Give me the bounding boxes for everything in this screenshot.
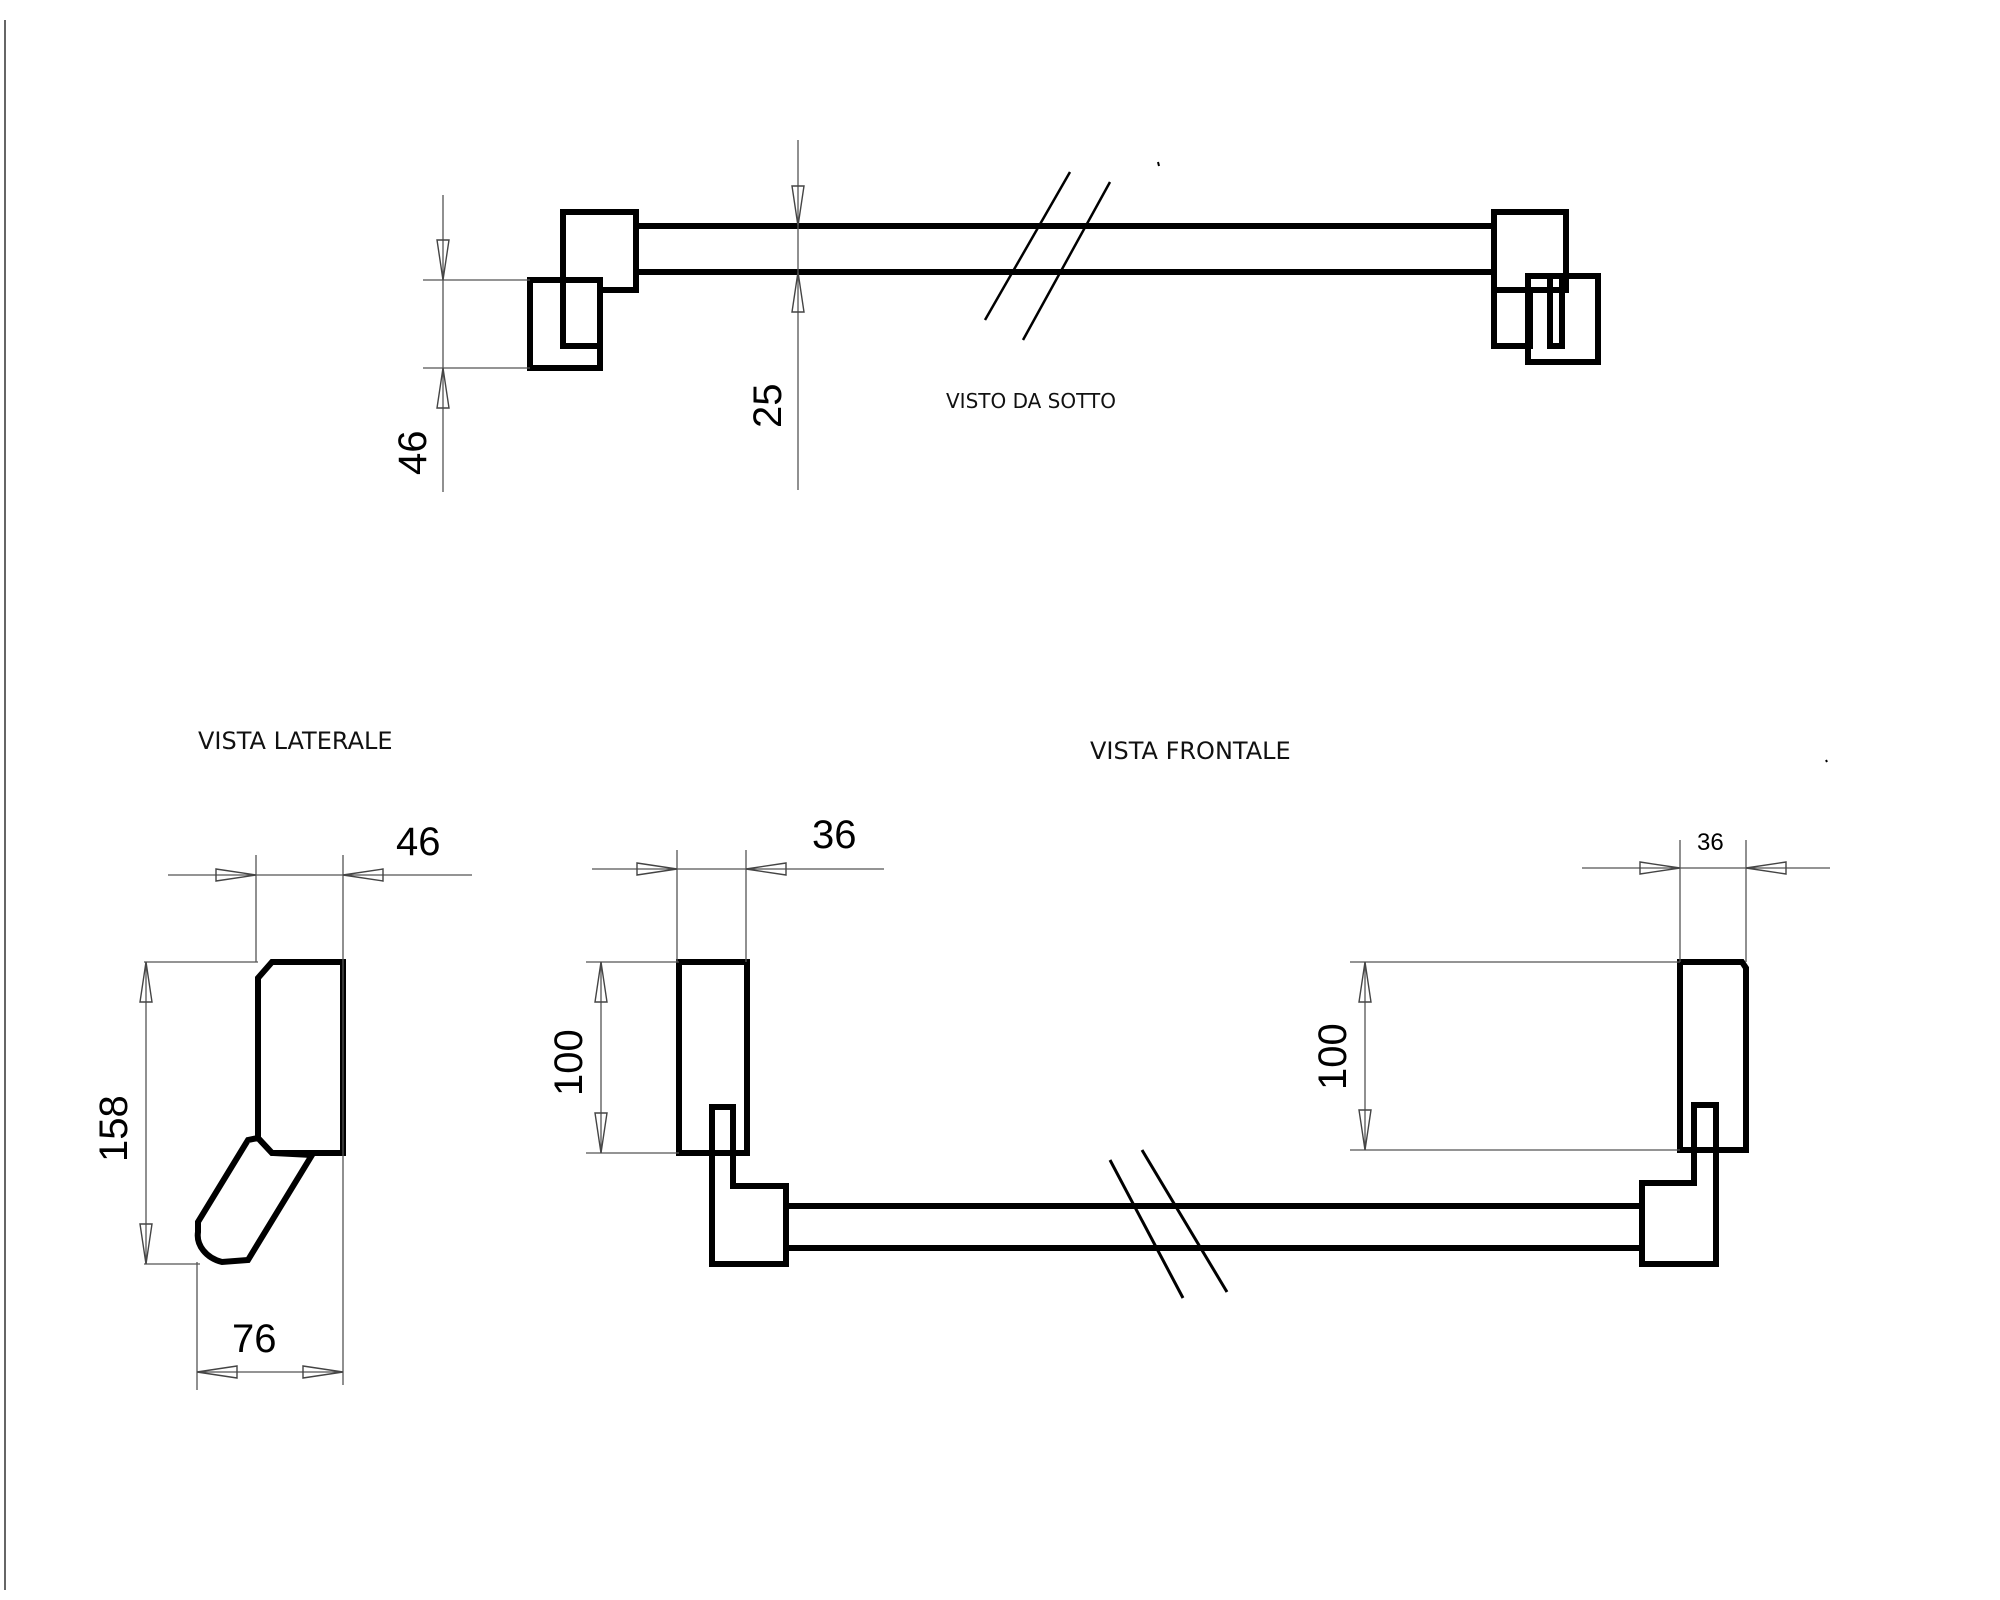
dim-arrow [636, 862, 678, 876]
dim-arrow [139, 1223, 153, 1265]
bottom-view: 46 25 VISTO DA SOTTO [391, 140, 1601, 492]
front-view-bar [783, 1203, 1645, 1251]
dim-arrow [139, 961, 153, 1003]
front-view-dim-right-100: 100 [1311, 1023, 1355, 1090]
bottom-view-right-bracket-slot [1547, 273, 1565, 349]
front-view-break-line [1108, 1159, 1185, 1299]
front-view-dim-left-36: 36 [812, 813, 857, 857]
side-view-label: VISTA LATERALE [198, 727, 393, 755]
side-view-dim-158: 158 [92, 1095, 136, 1162]
stray-mark [1825, 759, 1828, 763]
side-view-angled-arm [194, 1134, 318, 1266]
dim-arrow [745, 862, 787, 876]
front-view-label: VISTA FRONTALE [1090, 737, 1291, 765]
side-view-dim-46: 46 [396, 820, 441, 864]
bottom-view-dim-46: 46 [391, 431, 435, 476]
front-view-left-bracket [709, 1104, 789, 1267]
front-view-right-bracket [1639, 1102, 1719, 1267]
front-view-break-line [1140, 1149, 1229, 1293]
side-view-mount-block [255, 959, 346, 1156]
dim-arrow [791, 271, 805, 313]
bottom-view-break-line [983, 171, 1072, 321]
bottom-view-left-bracket-base [527, 277, 603, 371]
stray-mark [1157, 161, 1160, 167]
side-view: VISTA LATERALE 46 158 76 [92, 727, 472, 1390]
dim-arrow [436, 367, 450, 409]
front-view-dim-right-36: 36 [1697, 829, 1724, 856]
front-view: VISTA FRONTALE 36 100 36 [547, 737, 1830, 1299]
bottom-view-left-bracket-lower [527, 277, 603, 371]
bottom-view-dim-25: 25 [746, 384, 790, 429]
dim-arrow [302, 1365, 344, 1379]
dim-arrow [594, 961, 608, 1003]
front-view-dim-left-100: 100 [547, 1029, 591, 1096]
dim-arrow [1358, 1109, 1372, 1151]
dim-arrow [342, 868, 384, 882]
dim-arrow [1358, 961, 1372, 1003]
dim-arrow [196, 1365, 238, 1379]
bottom-view-break-line [1021, 181, 1112, 341]
side-view-dim-76: 76 [232, 1317, 277, 1361]
bottom-view-label: VISTO DA SOTTO [946, 389, 1116, 413]
dim-arrow [594, 1112, 608, 1154]
dim-arrow [1639, 861, 1681, 875]
dim-arrow [436, 239, 450, 281]
dim-arrow [1745, 861, 1787, 875]
dim-arrow [215, 868, 257, 882]
bottom-view-right-bracket-cap [1491, 209, 1569, 293]
front-view-right-mount [1677, 959, 1749, 1153]
dim-arrow [791, 185, 805, 227]
